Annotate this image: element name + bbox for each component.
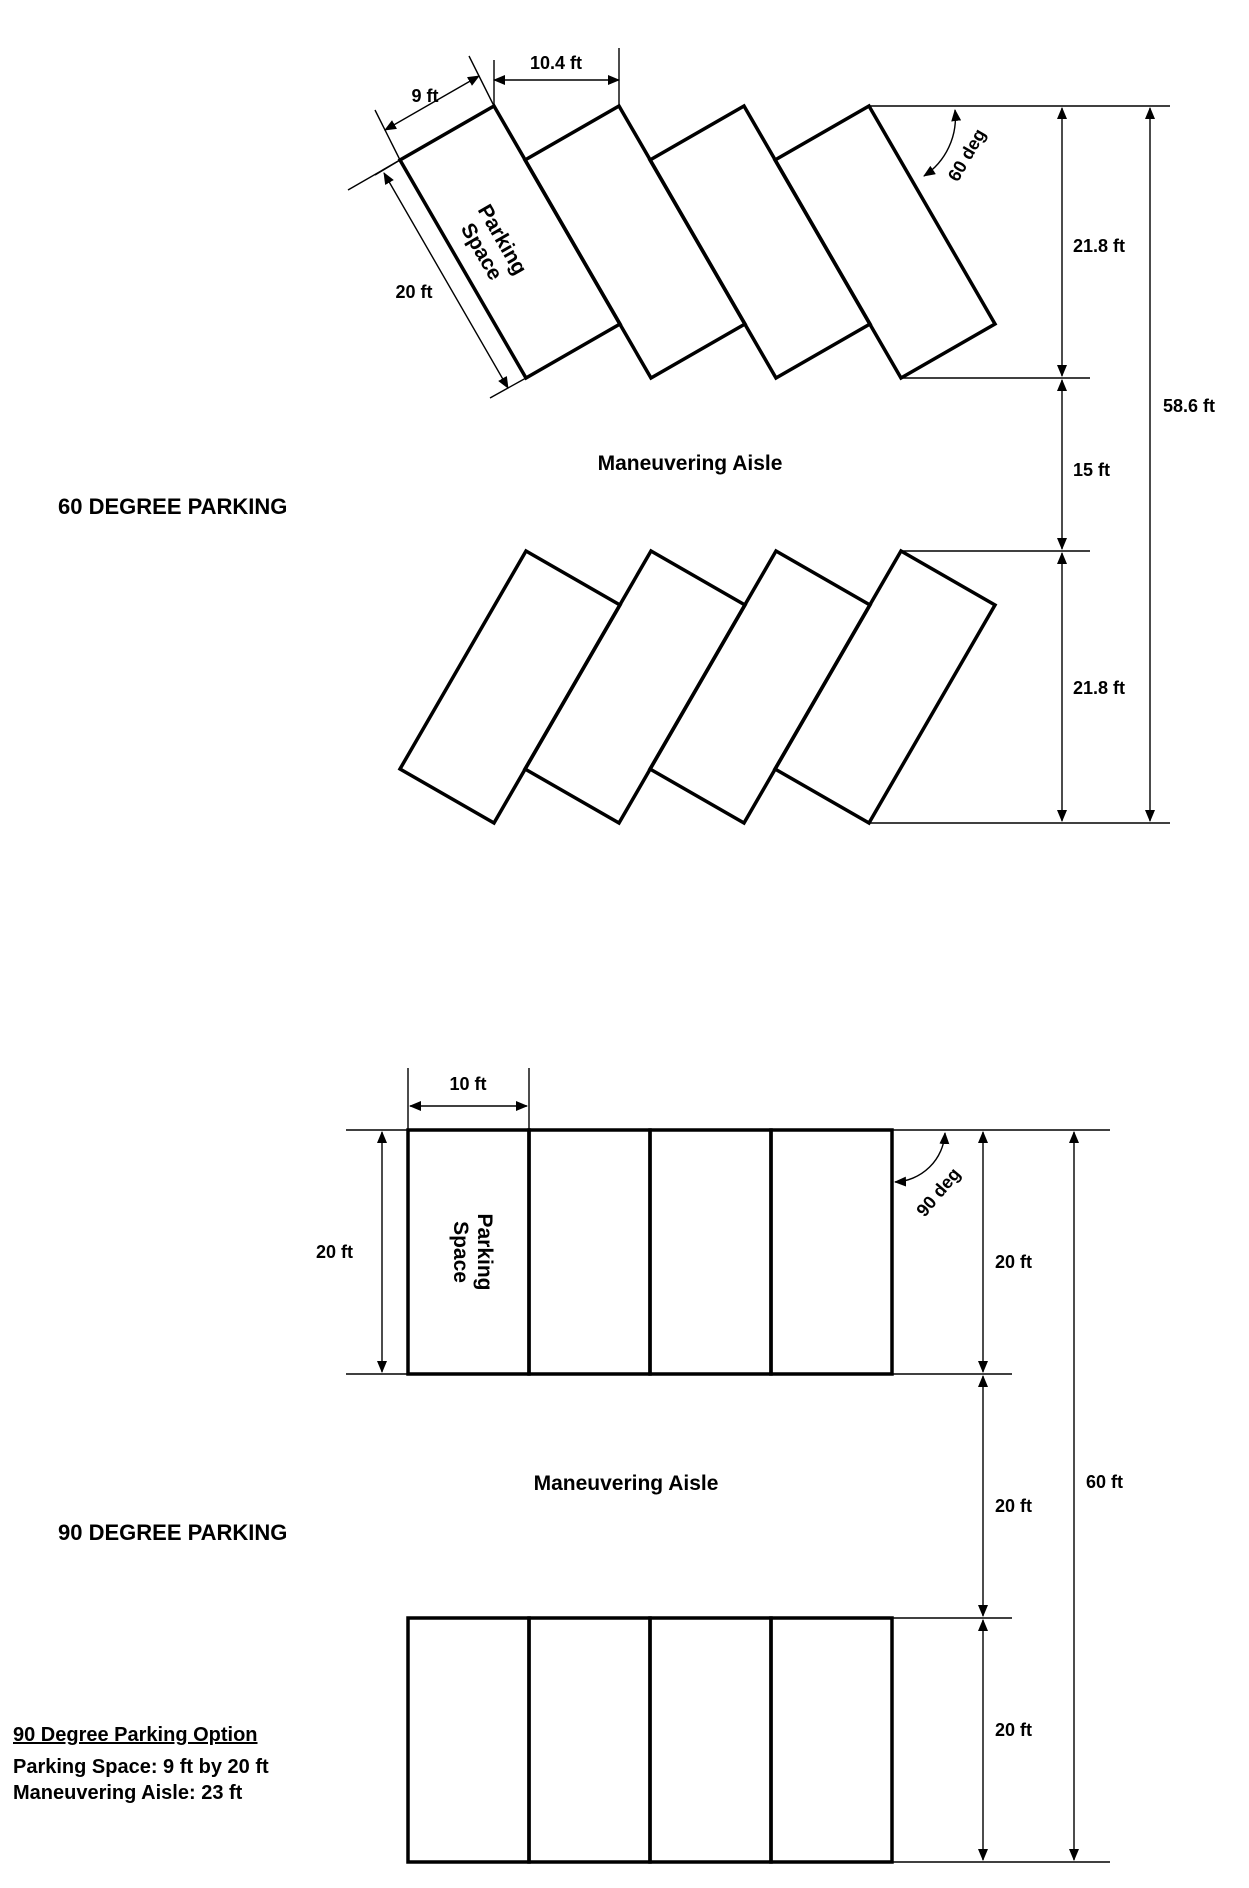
length-label-90: 20 ft (316, 1242, 353, 1262)
angle-label-60: 60 deg (944, 125, 990, 184)
option-space-size: Parking Space: 9 ft by 20 ft (13, 1756, 269, 1778)
width-dimension-line-60 (384, 75, 480, 131)
aisle-label-60: Maneuvering Aisle (598, 452, 783, 475)
parking-space-60-top-3 (647, 103, 873, 381)
row-depth-bottom-label-90: 20 ft (995, 1720, 1032, 1740)
curb-length-label: 10.4 ft (530, 53, 582, 73)
total-depth-label-60: 58.6 ft (1163, 396, 1215, 416)
parking-space-90-top-2 (527, 1128, 652, 1376)
ninety-degree-section: Parking Space 10 ft 20 ft 90 deg 20 ft 2… (58, 1068, 1123, 1864)
angle-arc-60 (923, 109, 962, 177)
section-title-90: 90 DEGREE PARKING (58, 1520, 287, 1545)
parking-space-60-bottom-1 (397, 548, 623, 826)
parking-space-60-bottom-3 (647, 548, 873, 826)
length-witness-a (374, 159, 401, 176)
parking-space-90-bottom-2 (527, 1616, 652, 1864)
length-label-60: 20 ft (395, 282, 432, 302)
parking-space-90-top-4 (769, 1128, 894, 1376)
width-label-90: 10 ft (449, 1074, 486, 1094)
parking-space-90-bottom-1 (406, 1616, 531, 1864)
angle-label-90: 90 deg (912, 1164, 964, 1221)
total-depth-label-90: 60 ft (1086, 1472, 1123, 1492)
parking-space-60-bottom-2 (522, 548, 748, 826)
length-dimension-line-60 (383, 172, 509, 389)
row-depth-top-label-90: 20 ft (995, 1252, 1032, 1272)
parking-space-90-bottom-4 (769, 1616, 894, 1864)
aisle-width-label-90: 20 ft (995, 1496, 1032, 1516)
parking-space-90-bottom-3 (648, 1616, 773, 1864)
parking-space-60-top-2 (522, 103, 748, 381)
parking-space-90-top-3 (648, 1128, 773, 1376)
aisle-width-label-60: 15 ft (1073, 460, 1110, 480)
width-witness-a (374, 109, 401, 161)
parking-space-60-top-4 (772, 103, 998, 381)
parking-space-label-90: Parking Space (449, 1213, 496, 1290)
width-label-60: 9 ft (412, 86, 439, 106)
row-depth-top-label-60: 21.8 ft (1073, 236, 1125, 256)
sixty-degree-section: Parking Space 9 ft 10.4 ft 20 ft 60 deg … (58, 48, 1215, 826)
option-heading: 90 Degree Parking Option (13, 1724, 258, 1746)
option-aisle-size: Maneuvering Aisle: 23 ft (13, 1782, 243, 1804)
section-title-60: 60 DEGREE PARKING (58, 494, 287, 519)
svg-text:Parking: Parking (473, 1213, 496, 1290)
parking-space-label-60: Parking Space (456, 201, 531, 285)
angle-arc-90 (894, 1132, 950, 1187)
aisle-label-90: Maneuvering Aisle (534, 1472, 719, 1495)
row-depth-bottom-label-60: 21.8 ft (1073, 678, 1125, 698)
width-witness-b (468, 55, 495, 107)
svg-text:Space: Space (449, 1221, 472, 1283)
parking-space-60-bottom-4 (772, 548, 998, 826)
